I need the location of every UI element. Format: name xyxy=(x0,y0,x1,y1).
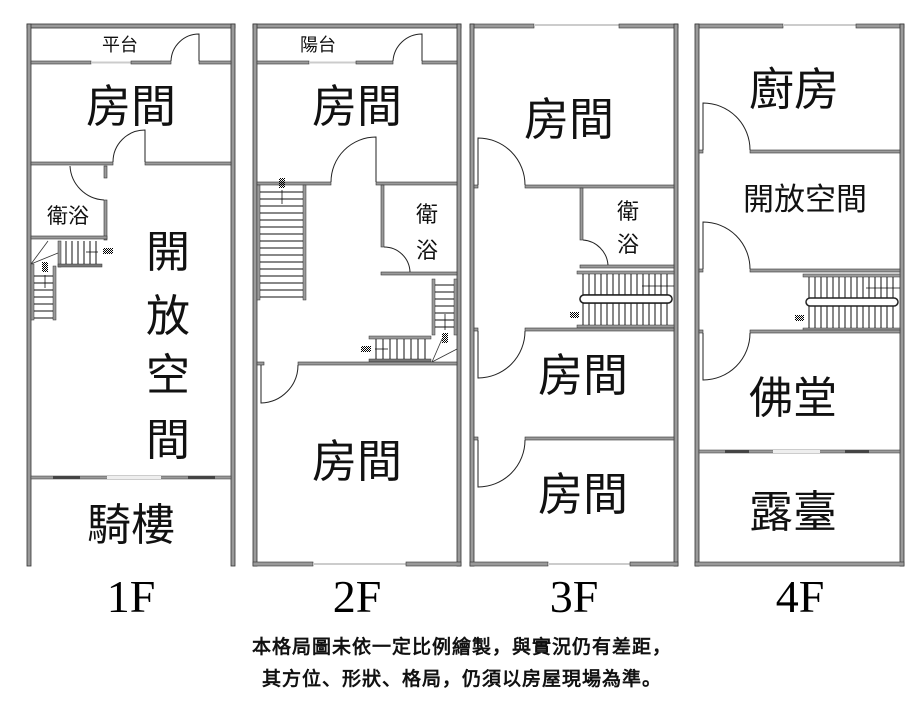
terrace-wall-4f xyxy=(698,449,901,454)
open-space-wall-4f xyxy=(698,221,901,273)
label-bath-2f-char2: 浴 xyxy=(416,239,438,264)
arcade-wall-1f xyxy=(30,475,232,480)
label-room-back-3f: 房間 xyxy=(538,468,628,521)
room-wall-2f xyxy=(256,136,458,186)
disclaimer-line-2: 其方位、形狀、格局，仍須以房屋現場為準。 xyxy=(261,668,662,690)
outer-walls-4f xyxy=(694,23,905,567)
label-balcony-2f: 陽台 xyxy=(300,35,336,56)
room-front-wall-3f xyxy=(473,137,675,189)
staircase-3f xyxy=(570,270,675,329)
label-bath-3f-char2: 浴 xyxy=(617,233,639,258)
label-room-front-2f: 房間 xyxy=(312,80,402,133)
label-bath-1f: 衛浴 xyxy=(47,204,89,228)
floor-4f: 廚房 開放空間 佛堂 露臺 xyxy=(694,23,905,567)
outer-walls-3f xyxy=(469,23,679,567)
label-arcade-1f: 騎樓 xyxy=(87,500,175,551)
floor-3f: 房間 衛 浴 房間 房間 xyxy=(469,23,679,567)
kitchen-wall-4f xyxy=(698,102,901,154)
balcony-wall-2f xyxy=(256,33,458,65)
floor-1f: 平台 房間 衛浴 開 放 空 間 騎樓 xyxy=(26,23,236,567)
label-open-space-1f-char1: 開 xyxy=(146,227,190,278)
label-open-space-1f-char2: 放 xyxy=(146,291,190,342)
room-mid-wall-3f xyxy=(473,327,675,379)
label-room-front-3f: 房間 xyxy=(524,93,614,146)
label-platform-1f: 平台 xyxy=(102,35,138,56)
floor-label-2f: 2F xyxy=(333,571,382,622)
room-wall-1f xyxy=(30,129,232,166)
floor-label-1f: 1F xyxy=(107,571,156,622)
back-room-wall-2f xyxy=(256,361,458,404)
label-room-back-2f: 房間 xyxy=(312,435,402,488)
staircase-2f-lower xyxy=(361,278,458,363)
bath-walls-2f xyxy=(380,184,458,276)
room-back-wall-3f xyxy=(473,436,675,488)
staircase-1f xyxy=(30,240,113,321)
bath-walls-1f xyxy=(30,165,108,241)
shrine-wall-4f xyxy=(698,329,901,381)
staircase-4f xyxy=(795,273,901,332)
floor-plan-diagram: 平台 房間 衛浴 開 放 空 間 騎樓 xyxy=(26,23,905,622)
label-room-1f: 房間 xyxy=(86,80,176,133)
floor-2f: 陽台 房間 衛 浴 房間 xyxy=(252,23,462,567)
disclaimer-line-1: 本格局圖未依一定比例繪製，與實況仍有差距， xyxy=(251,636,672,658)
label-open-space-1f-char3: 空 xyxy=(146,350,190,401)
platform-wall-1f xyxy=(30,33,232,65)
staircase-2f-upper xyxy=(256,178,307,301)
label-open-space-4f: 開放空間 xyxy=(743,182,867,218)
label-open-space-1f-char4: 間 xyxy=(146,415,190,466)
floor-label-3f: 3F xyxy=(550,571,599,622)
label-kitchen-4f: 廚房 xyxy=(749,63,839,116)
label-room-mid-3f: 房間 xyxy=(538,349,628,402)
floor-label-4f: 4F xyxy=(776,571,825,622)
label-bath-2f-char1: 衛 xyxy=(416,203,438,228)
outer-walls-2f xyxy=(252,23,462,567)
label-terrace-4f: 露臺 xyxy=(749,487,837,538)
label-bath-3f-char1: 衛 xyxy=(617,200,639,225)
bath-walls-3f xyxy=(579,187,675,269)
label-shrine-4f: 佛堂 xyxy=(749,373,837,424)
